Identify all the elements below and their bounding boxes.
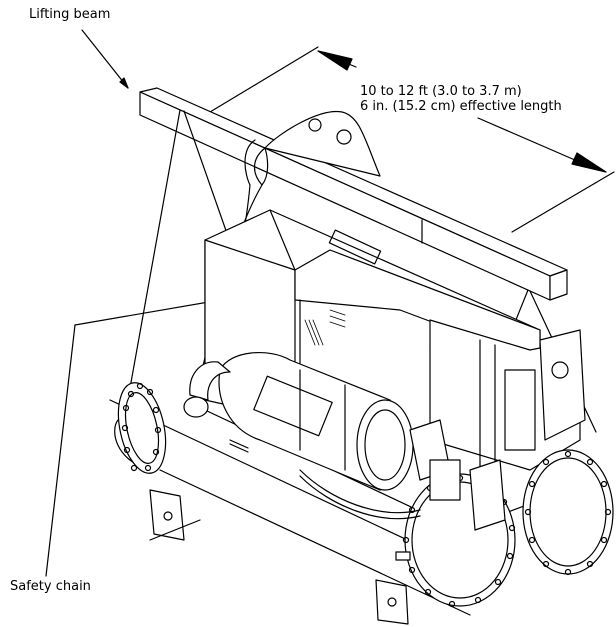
dimension-label-line2: 6 in. (15.2 cm) effective length xyxy=(360,99,562,114)
front-end-cover-right xyxy=(522,449,614,576)
mounting-foot-right xyxy=(375,579,409,625)
safety-chain-label: Safety chain xyxy=(10,579,91,594)
dimension-label-line1: 10 to 12 ft (3.0 to 3.7 m) xyxy=(360,84,522,99)
nameplate xyxy=(395,551,411,561)
dimension-extension-right xyxy=(511,171,615,233)
lifting-beam-leader xyxy=(81,29,129,89)
lifting-beam-leader-arrow xyxy=(119,77,129,89)
piping xyxy=(229,419,506,531)
lifting-beam xyxy=(139,87,568,301)
safety-chain-leader xyxy=(45,324,76,577)
dimension-extension-left xyxy=(209,46,319,113)
left-end-flange xyxy=(117,382,167,474)
dimension-arrow-left xyxy=(317,50,353,71)
lifting-beam-label: Lifting beam xyxy=(29,7,111,22)
compressor-assembly xyxy=(183,351,414,491)
right-electrical-panel xyxy=(429,319,586,486)
dimension-arrow-right xyxy=(571,152,607,173)
mounting-foot-left xyxy=(149,489,201,541)
